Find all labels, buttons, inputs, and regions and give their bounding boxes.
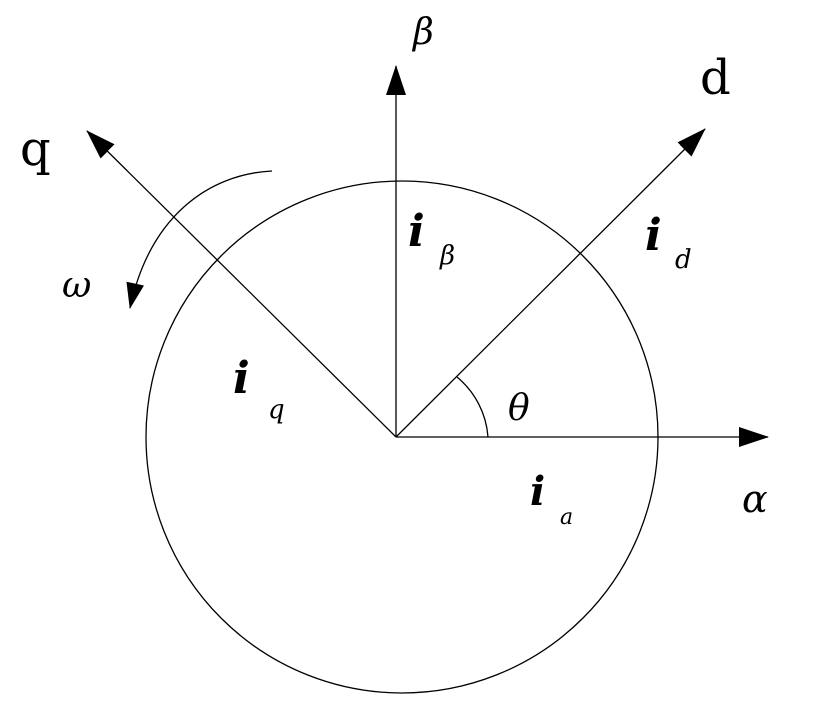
d-axis	[395, 128, 706, 438]
q-axis-label: q	[20, 121, 51, 177]
i-alpha-main: i	[530, 468, 545, 515]
i-alpha-subscript: a	[560, 505, 573, 530]
theta-arc	[456, 376, 489, 438]
i-beta-main: i	[408, 206, 425, 257]
i-q-subscript: q	[268, 395, 285, 425]
i-beta-subscript: β	[439, 241, 455, 271]
omega-label: ω	[62, 265, 91, 306]
theta-label: θ	[508, 388, 530, 429]
i-d-subscript: d	[675, 245, 692, 275]
beta-axis-label: β	[411, 12, 434, 53]
i-d-main: i	[645, 210, 662, 261]
i-q-main: i	[233, 353, 250, 404]
alpha-axis-label: α	[742, 477, 768, 521]
q-axis	[86, 130, 397, 438]
omega-rotation-arrow	[126, 170, 273, 309]
d-axis-label: d	[700, 50, 731, 106]
